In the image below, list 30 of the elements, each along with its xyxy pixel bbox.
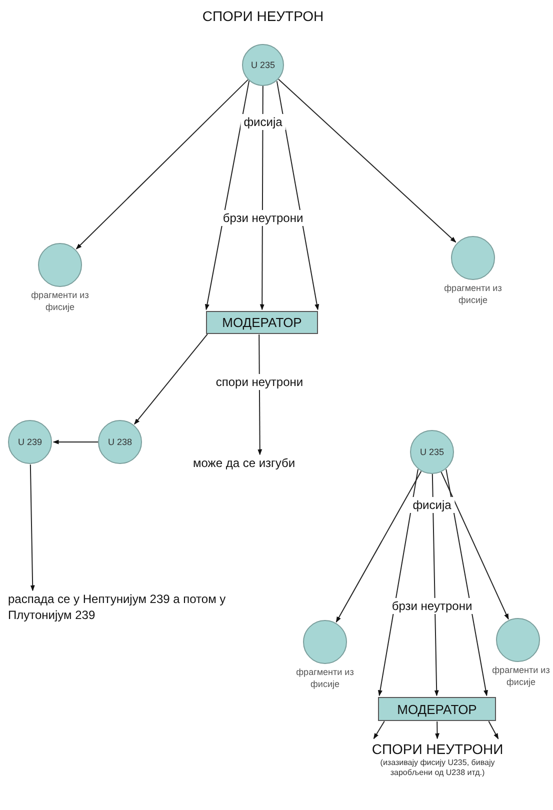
caption-text: фрагменти из фисије <box>442 282 504 306</box>
node-note: (изазивају фисију U235, бивају заробљени од U238 итд.) <box>379 758 496 778</box>
caption-text: фрагменти из фисије <box>490 664 552 688</box>
arrow <box>278 78 456 243</box>
arrow <box>76 79 248 250</box>
result-text: може да се изгуби <box>193 456 296 472</box>
arrow <box>440 472 509 620</box>
nucleus-circle: U 235 <box>410 430 454 474</box>
moderator-box: МОДЕРАТОР <box>378 697 496 721</box>
moderator-box: МОДЕРАТОР <box>206 311 318 334</box>
diagram-title: СПОРИ НЕУТРОН <box>201 8 325 24</box>
caption-text: фрагменти из фисије <box>29 289 91 313</box>
arrow <box>30 464 35 592</box>
nucleus-circle: U 238 <box>98 420 142 464</box>
nucleus-circle: U 239 <box>8 420 52 464</box>
flow-label: фисија <box>240 114 286 130</box>
arrow <box>373 720 385 740</box>
caption-text: фрагменти из фисије <box>294 666 356 690</box>
arrow <box>276 80 320 310</box>
result-text: распада се у Нептунијум 239 а потом у Плутонијум 239 <box>8 592 227 624</box>
arrow <box>336 470 422 623</box>
arrow <box>435 721 440 740</box>
arrow <box>204 80 250 310</box>
arrow <box>134 334 208 425</box>
flow-label: фисија <box>410 497 454 513</box>
flow-label: брзи неутрони <box>220 210 306 226</box>
nucleus-circle: U 235 <box>242 44 284 86</box>
arrow <box>488 720 499 740</box>
arrow <box>52 440 98 444</box>
node-heading: СПОРИ НЕУТРОНИ <box>370 740 504 758</box>
